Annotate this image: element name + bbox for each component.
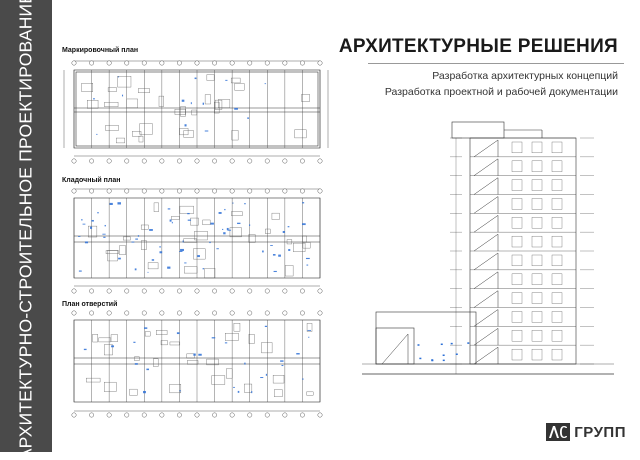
marking-plan-drawing — [63, 60, 329, 164]
plan-label-marking: Маркировочный план — [62, 47, 139, 54]
page-title: АРХИТЕКТУРНЫЕ РЕШЕНИЯ — [338, 36, 618, 57]
company-logo: ГРУПП — [546, 422, 626, 442]
building-section-drawing — [362, 121, 614, 375]
sidebar: АРХИТЕКТУРНО-СТРОИТЕЛЬНОЕ ПРОЕКТИРОВАНИЕ — [0, 0, 52, 460]
plan-label-masonry: Кладочный план — [62, 177, 121, 184]
subtitle-line-1: Разработка архитектурных концепций — [432, 70, 618, 82]
title-divider — [368, 63, 624, 64]
masonry-plan-drawing — [71, 188, 323, 294]
logo-mark-icon — [546, 423, 571, 441]
sidebar-title: АРХИТЕКТУРНО-СТРОИТЕЛЬНОЕ ПРОЕКТИРОВАНИЕ — [15, 0, 36, 460]
openings-plan-drawing — [71, 310, 323, 418]
subtitle-line-2: Разработка проектной и рабочей документа… — [384, 86, 618, 98]
logo-text: ГРУПП — [574, 423, 626, 441]
plan-label-openings: План отверстий — [62, 301, 118, 308]
